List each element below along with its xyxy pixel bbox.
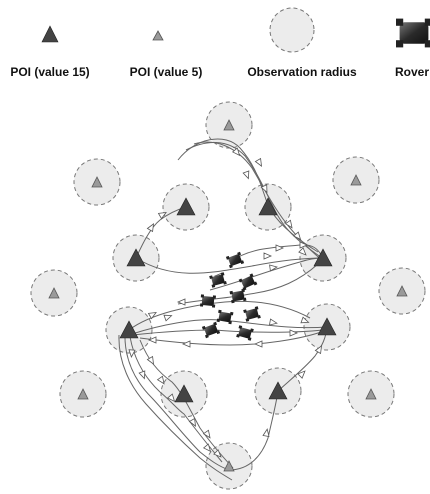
- rover-path: [135, 206, 187, 259]
- arrow-icon: [231, 147, 241, 157]
- observation-radii: [30, 101, 426, 490]
- poi-small-icon: [396, 285, 408, 297]
- arrow-icon: [202, 429, 211, 439]
- rover-icon: [225, 251, 245, 269]
- arrow-icon: [146, 223, 155, 233]
- arrow-icon: [262, 428, 270, 438]
- arrow-icon: [299, 241, 309, 249]
- arrow-icon: [275, 244, 285, 252]
- arrow-icon: [289, 329, 299, 337]
- arrow-icon: [263, 252, 273, 260]
- rover-icon: [243, 306, 261, 322]
- legend-rover-label: Rover: [395, 65, 429, 79]
- poi-small-icon: [91, 176, 103, 188]
- points-of-interest: [48, 119, 408, 472]
- arrow-icon: [297, 370, 306, 379]
- arrow-icon: [260, 184, 268, 194]
- poi-small-icon: [223, 460, 235, 472]
- poi-large-icon: [268, 381, 288, 400]
- rover-path: [177, 263, 319, 305]
- poi-small-icon: [350, 174, 362, 186]
- arrow-icon: [138, 370, 146, 380]
- arrow-icon: [253, 340, 263, 348]
- arrow-icon: [128, 349, 136, 358]
- legend-small-poi-label: POI (value 5): [130, 65, 203, 79]
- arrow-icon: [284, 219, 293, 229]
- arrow-icon: [314, 345, 323, 355]
- legend-large-poi-label: POI (value 15): [10, 65, 89, 79]
- rover-path: [124, 331, 230, 471]
- legend-small-poi-icon: [152, 30, 164, 41]
- poi-large-icon: [258, 197, 278, 216]
- arrow-icon: [213, 449, 222, 458]
- arrow-icon: [157, 211, 167, 220]
- path-arrows: [128, 147, 323, 458]
- poi-small-icon: [77, 388, 89, 400]
- rover-path: [118, 334, 233, 481]
- poi-large-icon: [174, 384, 194, 403]
- legend: POI (value 15) POI (value 5) Observation…: [10, 7, 430, 79]
- rover-path: [139, 329, 328, 346]
- rover-path: [128, 329, 223, 463]
- rover-icon: [201, 321, 221, 339]
- poi-small-icon: [365, 388, 377, 400]
- rover-icon: [236, 325, 254, 341]
- poi-small-icon: [223, 119, 235, 131]
- arrow-icon: [300, 316, 310, 324]
- rover-icon: [216, 309, 234, 325]
- arrow-icon: [147, 336, 157, 344]
- arrow-icon: [176, 298, 186, 306]
- poi-large-icon: [126, 248, 146, 267]
- arrow-icon: [156, 375, 165, 385]
- legend-rover-icon: [396, 18, 430, 48]
- arrow-icon: [268, 318, 278, 326]
- arrow-icon: [147, 311, 157, 320]
- arrow-icon: [298, 247, 307, 256]
- arrow-icon: [242, 170, 250, 180]
- arrow-icon: [202, 443, 212, 453]
- rovers: [200, 251, 261, 341]
- rover-path: [228, 390, 279, 471]
- poi-large-icon: [313, 248, 333, 267]
- arrow-icon: [269, 264, 278, 272]
- rover-paths: [118, 138, 328, 481]
- legend-large-poi-icon: [41, 25, 59, 43]
- arrow-icon: [181, 340, 191, 348]
- arrow-icon: [146, 355, 155, 365]
- rover-icon: [200, 294, 216, 308]
- poi-large-icon: [176, 197, 196, 216]
- rover-path: [277, 326, 328, 392]
- legend-observation-label: Observation radius: [247, 65, 357, 79]
- arrow-icon: [254, 157, 263, 167]
- arrow-icon: [163, 314, 173, 322]
- arrow-icon: [188, 417, 197, 427]
- poi-large-icon: [119, 320, 139, 339]
- arrow-icon: [292, 231, 302, 241]
- poi-large-icon: [317, 317, 337, 336]
- rover-path: [135, 257, 324, 274]
- legend-observation-icon: [269, 7, 315, 53]
- poi-small-icon: [48, 287, 60, 299]
- arrow-icon: [166, 393, 176, 403]
